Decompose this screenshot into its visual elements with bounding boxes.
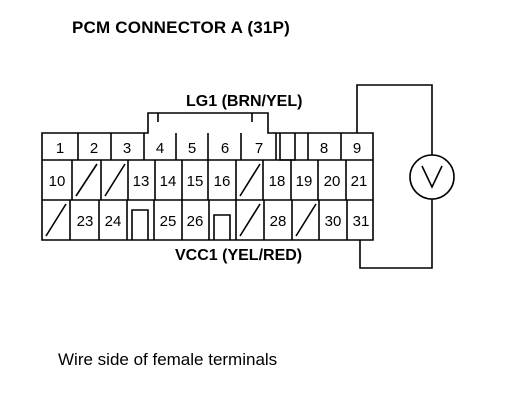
terminal-13: 13: [133, 173, 150, 190]
terminal-4: 4: [156, 140, 164, 157]
key-notch-bottom-left: [131, 209, 149, 240]
test-lead-top: [356, 84, 433, 155]
key-notch-bottom-right: [213, 214, 231, 240]
terminal-3: 3: [123, 140, 131, 157]
terminal-28: 28: [270, 213, 287, 230]
connector-outline: [41, 112, 374, 241]
terminal-18: 18: [269, 173, 286, 190]
test-lead-bottom: [359, 199, 433, 269]
terminal-14: 14: [160, 173, 177, 190]
diagram-caption: Wire side of female terminals: [58, 350, 278, 369]
terminal-23: 23: [77, 213, 94, 230]
terminal-1: 1: [56, 140, 64, 157]
key-notch-top: [279, 133, 296, 161]
terminal-24: 24: [105, 213, 122, 230]
terminal-2: 2: [90, 140, 98, 157]
voltmeter-icon: [409, 154, 455, 200]
connector-title: PCM CONNECTOR A (31P): [72, 18, 290, 37]
voltmeter-symbol: [421, 165, 443, 189]
terminal-9: 9: [353, 140, 361, 157]
terminal-10: 10: [49, 173, 66, 190]
terminal-25: 25: [160, 213, 177, 230]
terminal-6: 6: [221, 140, 229, 157]
lg1-label: LG1 (BRN/YEL): [186, 93, 302, 110]
terminal-16: 16: [214, 173, 231, 190]
terminal-19: 19: [296, 173, 313, 190]
vcc1-label: VCC1 (YEL/RED): [175, 247, 302, 264]
terminal-7: 7: [255, 140, 263, 157]
terminal-30: 30: [325, 213, 342, 230]
terminal-21: 21: [351, 173, 368, 190]
terminal-5: 5: [188, 140, 196, 157]
terminal-15: 15: [187, 173, 204, 190]
terminal-8: 8: [320, 140, 328, 157]
terminal-31: 31: [353, 213, 370, 230]
terminal-26: 26: [187, 213, 204, 230]
terminal-20: 20: [324, 173, 341, 190]
lg1-bracket: [157, 113, 253, 122]
